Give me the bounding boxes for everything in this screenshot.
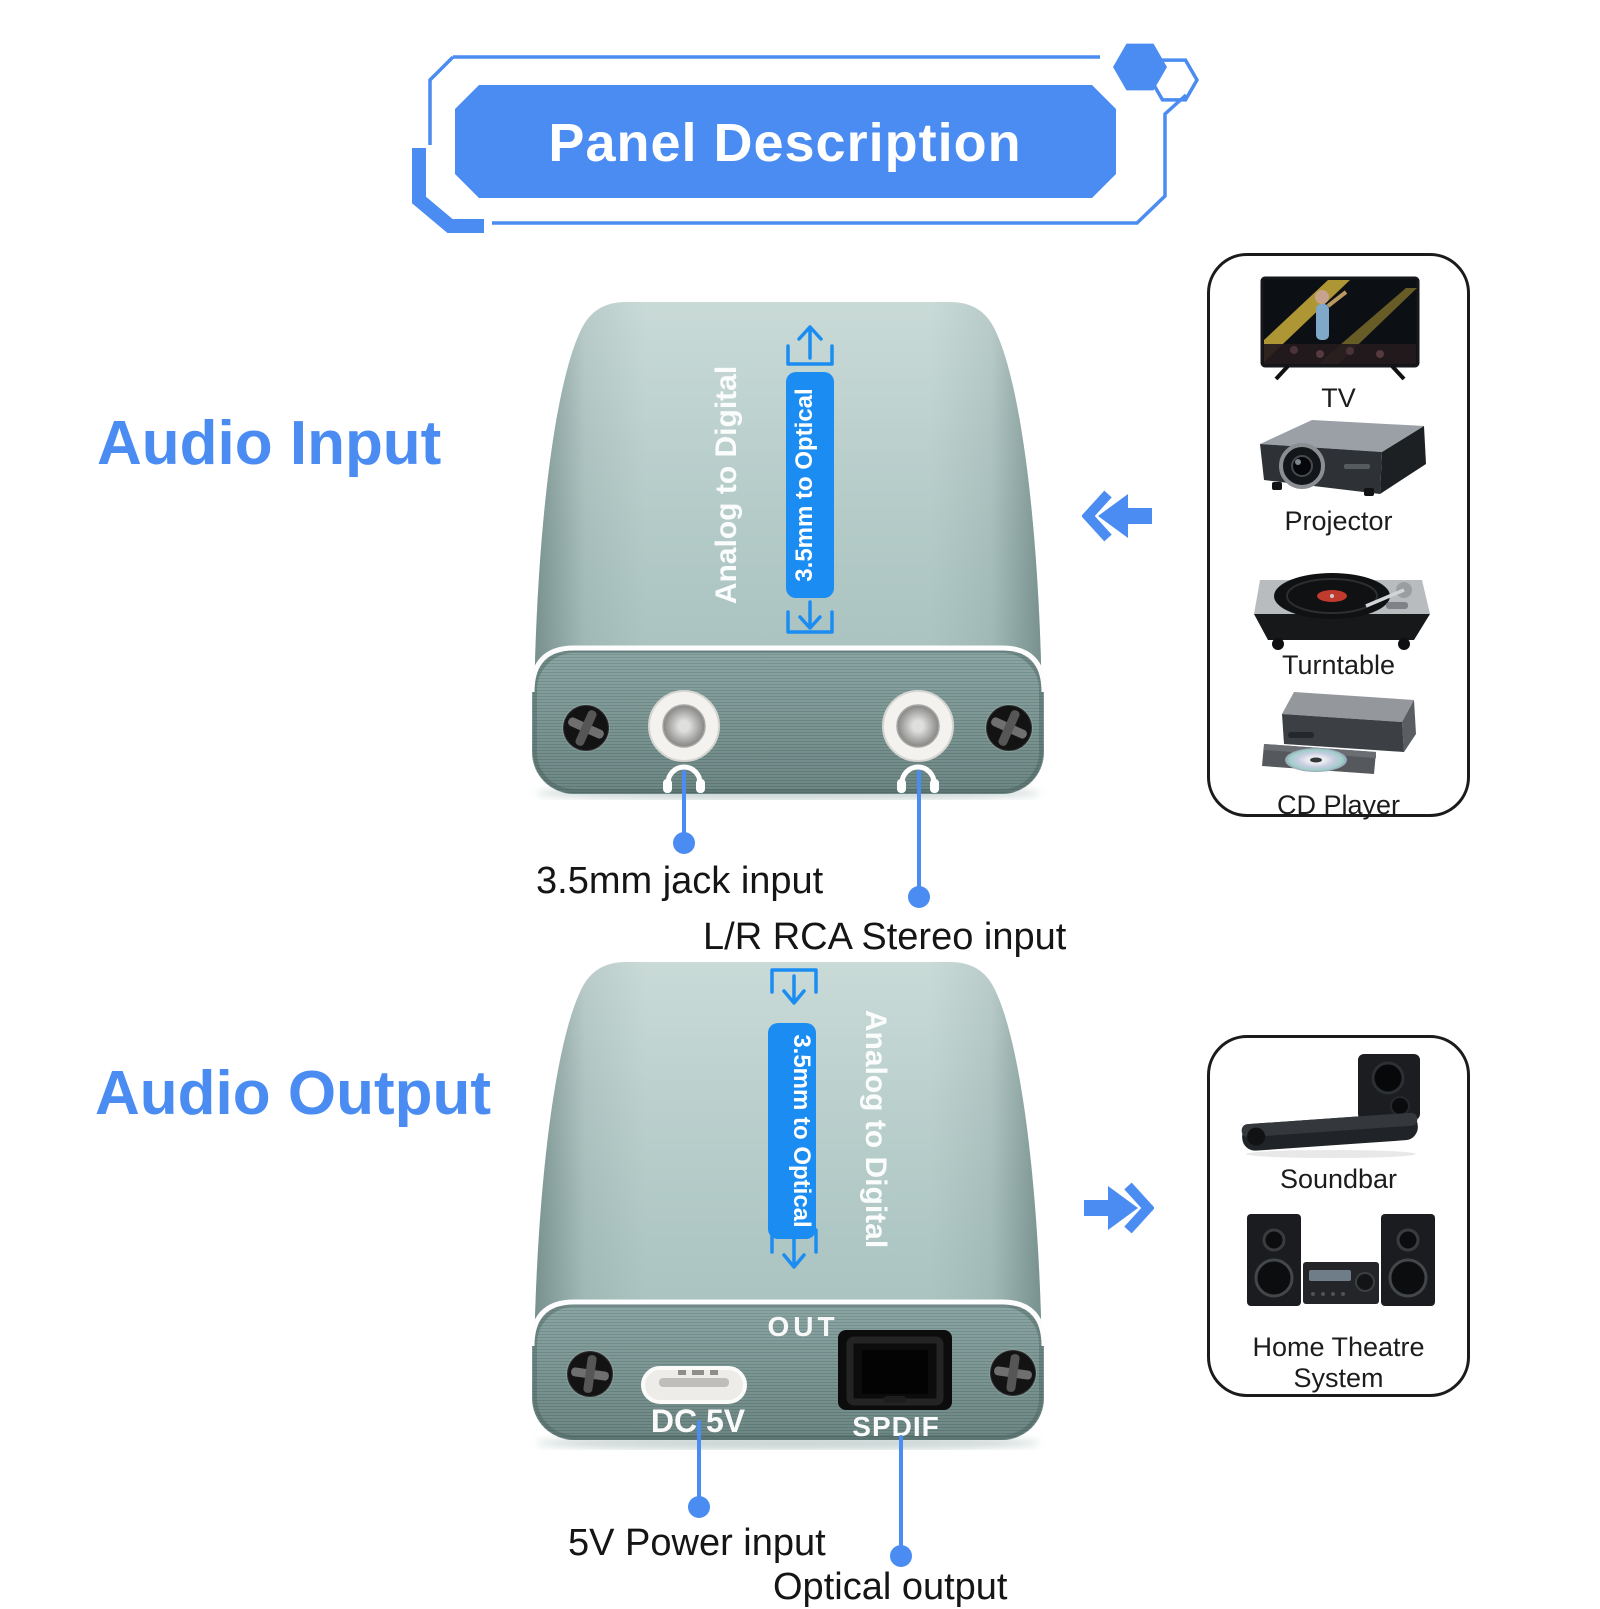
input-flow-arrow-icon xyxy=(1082,490,1152,542)
home-theatre-image xyxy=(1247,1214,1435,1306)
banner-plate xyxy=(455,85,1116,198)
banner-corner-accent xyxy=(412,148,484,233)
device-strip xyxy=(786,372,834,598)
tv-image xyxy=(1260,276,1420,380)
optical-output-callout: Optical output xyxy=(773,1566,1008,1608)
power-input-callout: 5V Power input xyxy=(568,1522,826,1564)
converter-device-input-view: Analog to Digital 3.5mm to Optical xyxy=(529,302,1047,800)
flow-in-icon xyxy=(770,968,818,1005)
banner-frame xyxy=(428,55,1188,225)
leader-dot xyxy=(908,886,930,908)
jack-35mm-port xyxy=(648,690,720,762)
output-flow-arrow-icon xyxy=(1084,1182,1154,1234)
soundbar-image xyxy=(1241,1054,1420,1158)
converter-device-output-view: 3.5mm to Optical Analog to Digital OUT D… xyxy=(529,962,1047,1450)
jack-input-callout: 3.5mm jack input xyxy=(536,860,824,902)
title-banner: Panel Description xyxy=(412,43,1200,233)
device-rim-highlight xyxy=(529,645,1047,693)
device-strip xyxy=(768,1023,816,1239)
screw-left-icon xyxy=(566,1350,614,1398)
flow-in-icon xyxy=(786,600,834,634)
device-rim-highlight xyxy=(529,1299,1047,1347)
usb-c-port xyxy=(641,1366,747,1404)
banner-hexagon-outline-icon xyxy=(1148,58,1200,102)
headphone-icon xyxy=(663,764,705,793)
audio-input-heading: Audio Input xyxy=(97,409,442,478)
device-side-label: Analog to Digital xyxy=(710,366,743,604)
screw-right-icon xyxy=(985,704,1033,752)
leader-dot xyxy=(688,1496,710,1518)
source-label-tv: TV xyxy=(1321,383,1356,413)
turntable-image xyxy=(1254,573,1430,650)
spdif-label: SPDIF xyxy=(852,1411,939,1442)
device-strip-label: 3.5mm to Optical xyxy=(788,1034,815,1227)
sink-label-soundbar: Soundbar xyxy=(1279,1164,1398,1194)
source-label-cd-player: CD Player xyxy=(1276,790,1401,820)
flow-out-icon xyxy=(770,1228,818,1269)
audio-output-heading: Audio Output xyxy=(95,1059,491,1128)
flow-out-icon xyxy=(786,325,834,366)
leader-line xyxy=(682,770,686,844)
audio-sinks-panel: Soundbar Home Theatre System xyxy=(1207,1035,1470,1397)
projector-image xyxy=(1260,420,1426,496)
leader-dot xyxy=(673,832,695,854)
source-label-projector: Projector xyxy=(1284,506,1393,536)
leader-line xyxy=(899,1435,903,1559)
device-side-label: Analog to Digital xyxy=(859,1010,892,1248)
leader-line xyxy=(917,770,921,898)
spdif-port xyxy=(838,1330,952,1410)
sink-label-home-theatre: Home Theatre System xyxy=(1252,1332,1425,1393)
banner-title: Panel Description xyxy=(548,113,1021,173)
leader-dot xyxy=(890,1545,912,1567)
source-label-turntable: Turntable xyxy=(1281,650,1396,680)
out-port-label: OUT xyxy=(767,1311,838,1342)
screw-left-icon xyxy=(562,704,610,752)
audio-sources-panel: TV Projector Turntable xyxy=(1207,253,1470,820)
cd-player-image xyxy=(1262,692,1416,774)
leader-line xyxy=(697,1420,701,1510)
device-strip-label: 3.5mm to Optical xyxy=(791,388,818,581)
headphone-icon xyxy=(897,764,939,793)
screw-right-icon xyxy=(989,1349,1037,1397)
jack-rca-port xyxy=(882,690,954,762)
rca-input-callout: L/R RCA Stereo input xyxy=(703,916,1067,958)
